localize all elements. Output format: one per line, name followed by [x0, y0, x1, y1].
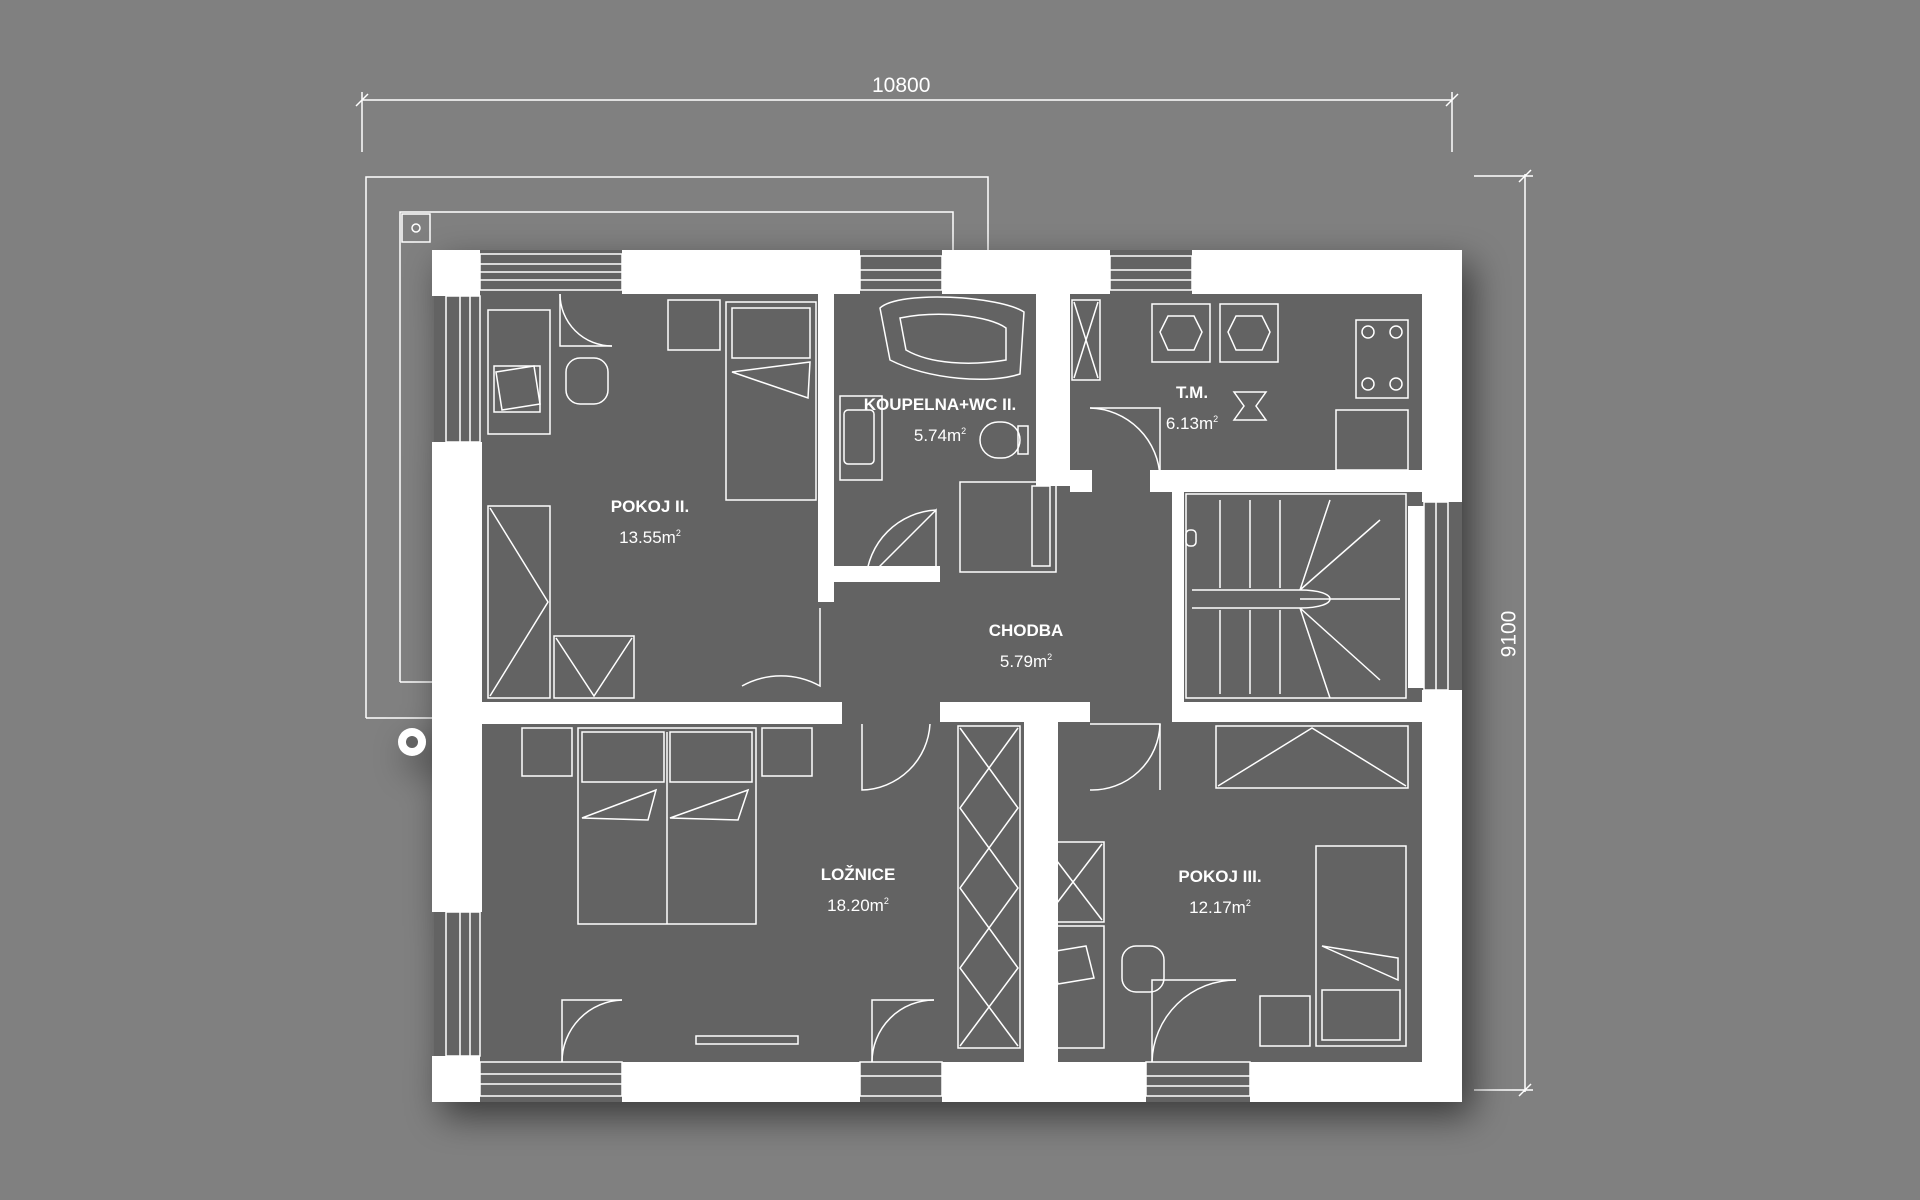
room-area: 5.79m2 [999, 652, 1053, 671]
terrace-outline [365, 176, 989, 719]
windows [445, 253, 1449, 1097]
room-area: 18.20m2 [827, 896, 889, 915]
room-name: CHODBA [988, 621, 1064, 640]
dimension-height-label: 9100 [1497, 610, 1521, 658]
room-label-tm: T.M. 6.13m2 [1166, 380, 1218, 437]
dimension-width-label: 10800 [872, 74, 931, 97]
dimension-lines [355, 92, 1533, 1097]
floor-slab [434, 250, 1462, 1102]
room-name: LOŽNICE [820, 865, 896, 884]
room-label-chodba: CHODBA 5.79m2 [989, 618, 1064, 675]
room-name: POKOJ III. [1178, 867, 1262, 886]
doors [559, 293, 1237, 1063]
room-name: T.M. [1175, 383, 1209, 402]
drain-icon-inner [406, 736, 418, 748]
room-label-loznice: LOŽNICE 18.20m2 [821, 862, 896, 919]
room-area: 5.74m2 [913, 426, 967, 445]
room-label-pokoj-iii: POKOJ III. 12.17m2 [1178, 864, 1261, 921]
room-label-pokoj-ii: POKOJ II. 13.55m2 [611, 494, 689, 551]
room-area: 13.55m2 [619, 528, 681, 547]
room-label-koupelna: KOUPELNA+WC II. 5.74m2 [864, 392, 1017, 449]
room-area: 12.17m2 [1189, 898, 1251, 917]
room-name: KOUPELNA+WC II. [863, 395, 1017, 414]
furniture [487, 296, 1409, 1049]
room-area: 6.13m2 [1165, 414, 1219, 433]
room-name: POKOJ II. [610, 497, 690, 516]
walls [432, 250, 1462, 1102]
